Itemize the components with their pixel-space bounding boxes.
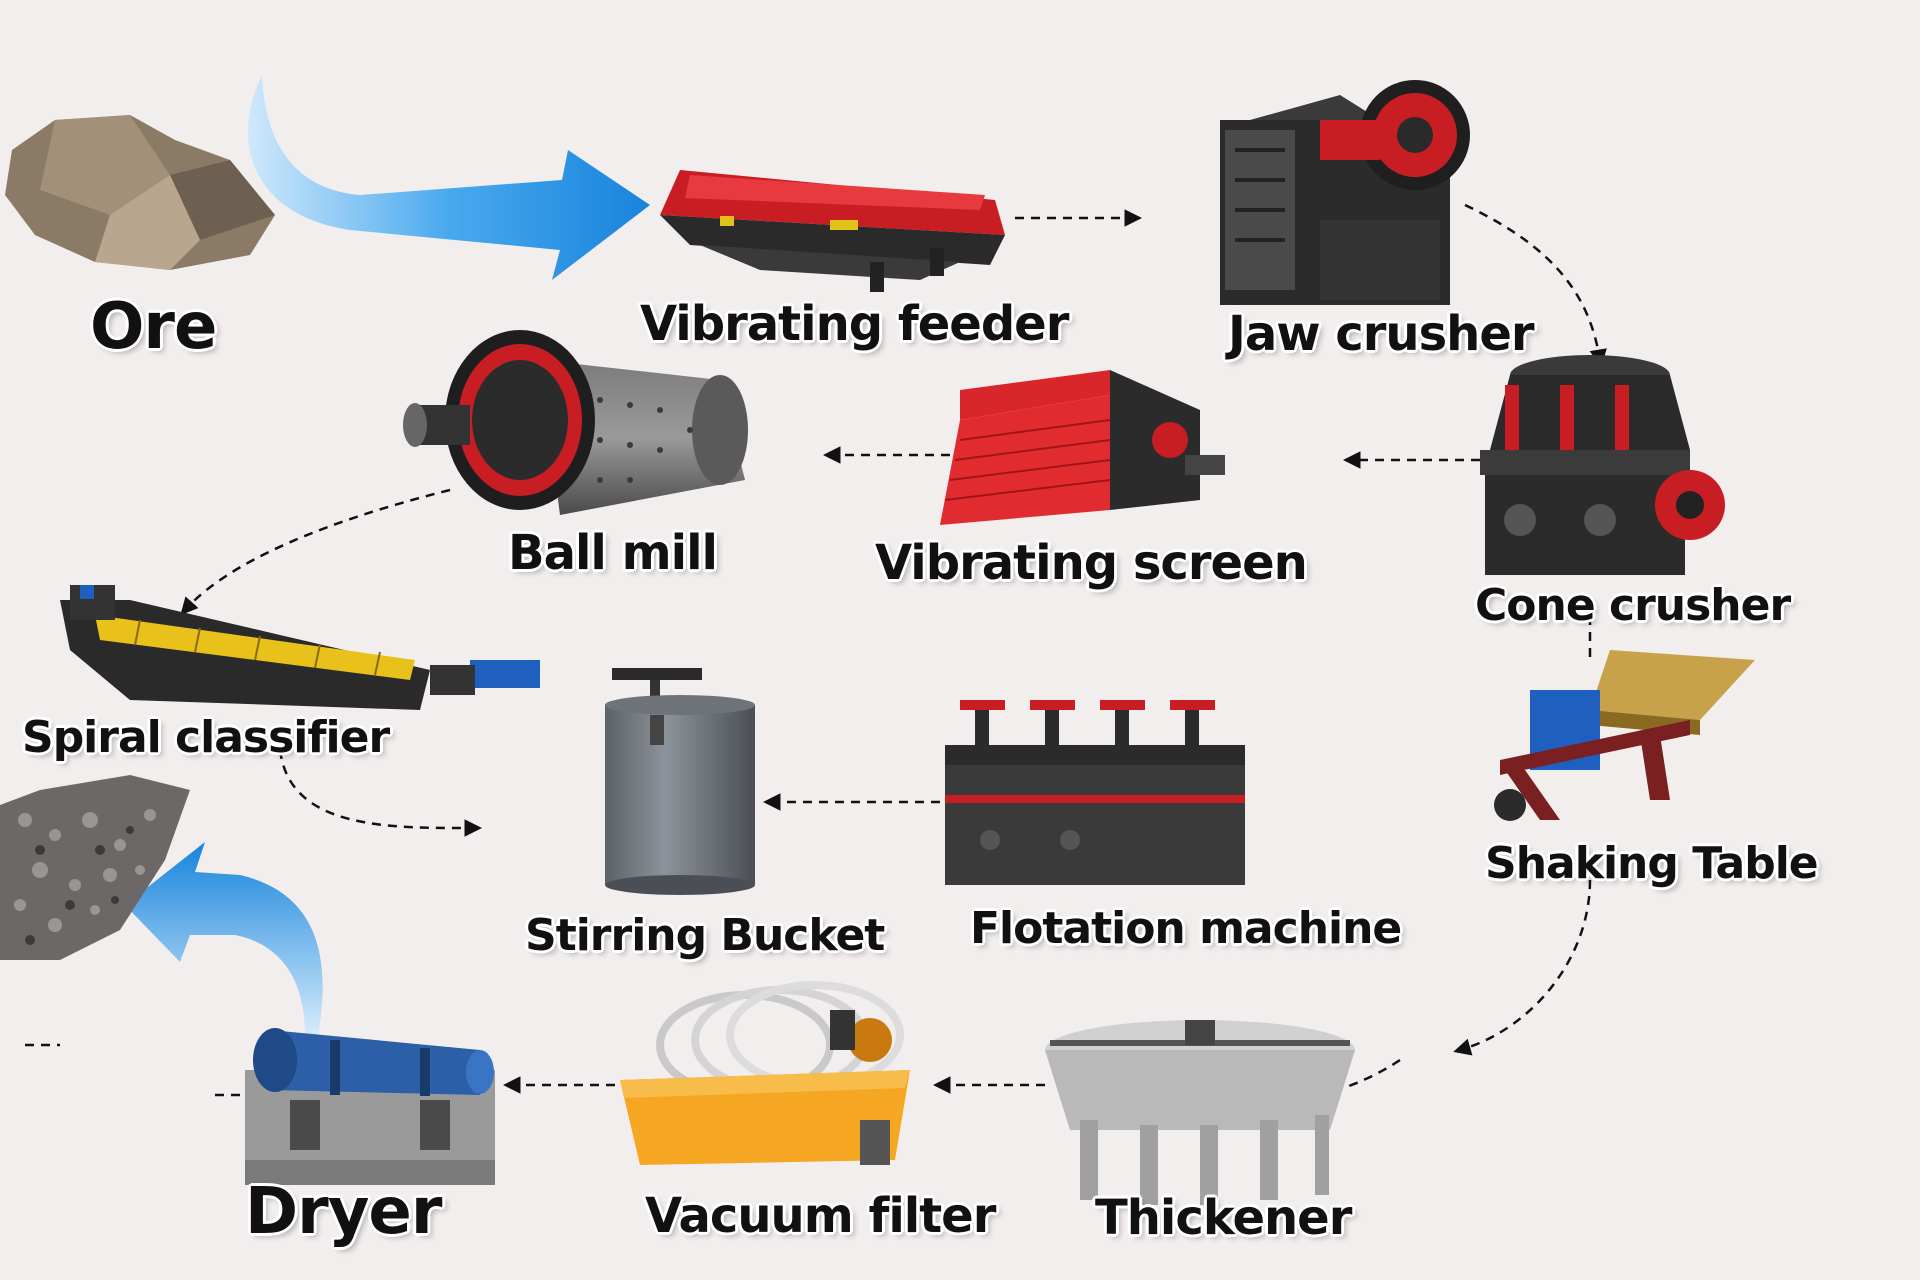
connector-table-to-thickener	[1453, 879, 1592, 1056]
spiral-classifier-icon	[60, 585, 540, 710]
vibrating-feeder-icon	[660, 170, 1005, 292]
product-output-arrow-icon	[125, 842, 323, 1035]
cone-crusher-icon	[1480, 355, 1725, 575]
gravel-product-icon	[0, 775, 190, 960]
vacuum-filter-icon	[620, 981, 910, 1165]
label-flotation-machine: Flotation machine	[970, 903, 1402, 954]
dryer-icon	[245, 1028, 495, 1185]
connector-jaw-to-cone	[1464, 203, 1607, 367]
ore-rock-icon	[5, 115, 275, 270]
label-stirring-bucket: Stirring Bucket	[525, 910, 885, 961]
label-shaking-table: Shaking Table	[1485, 838, 1819, 889]
label-thickener: Thickener	[1095, 1190, 1352, 1246]
label-ball-mill: Ball mill	[508, 525, 718, 581]
ore-input-arrow-icon	[247, 75, 651, 280]
thickener-icon	[1045, 1020, 1355, 1205]
vibrating-screen-icon	[940, 370, 1225, 525]
shaking-table-icon	[1494, 650, 1755, 821]
ball-mill-icon	[403, 330, 748, 515]
label-vibrating-screen: Vibrating screen	[875, 535, 1308, 591]
jaw-crusher-icon	[1220, 80, 1470, 305]
connector-classifier-to-bucket	[278, 749, 482, 837]
label-vibrating-feeder: Vibrating feeder	[640, 296, 1069, 352]
label-ore: Ore	[90, 290, 217, 364]
label-cone-crusher: Cone crusher	[1475, 580, 1791, 631]
flotation-machine-icon	[945, 700, 1245, 885]
label-spiral-classifier: Spiral classifier	[22, 712, 390, 763]
label-vacuum-filter: Vacuum filter	[645, 1188, 996, 1244]
stirring-bucket-icon	[605, 668, 755, 895]
label-jaw-crusher: Jaw crusher	[1228, 306, 1535, 362]
label-dryer: Dryer	[245, 1175, 442, 1249]
connector-mill-to-classifier	[180, 488, 451, 616]
